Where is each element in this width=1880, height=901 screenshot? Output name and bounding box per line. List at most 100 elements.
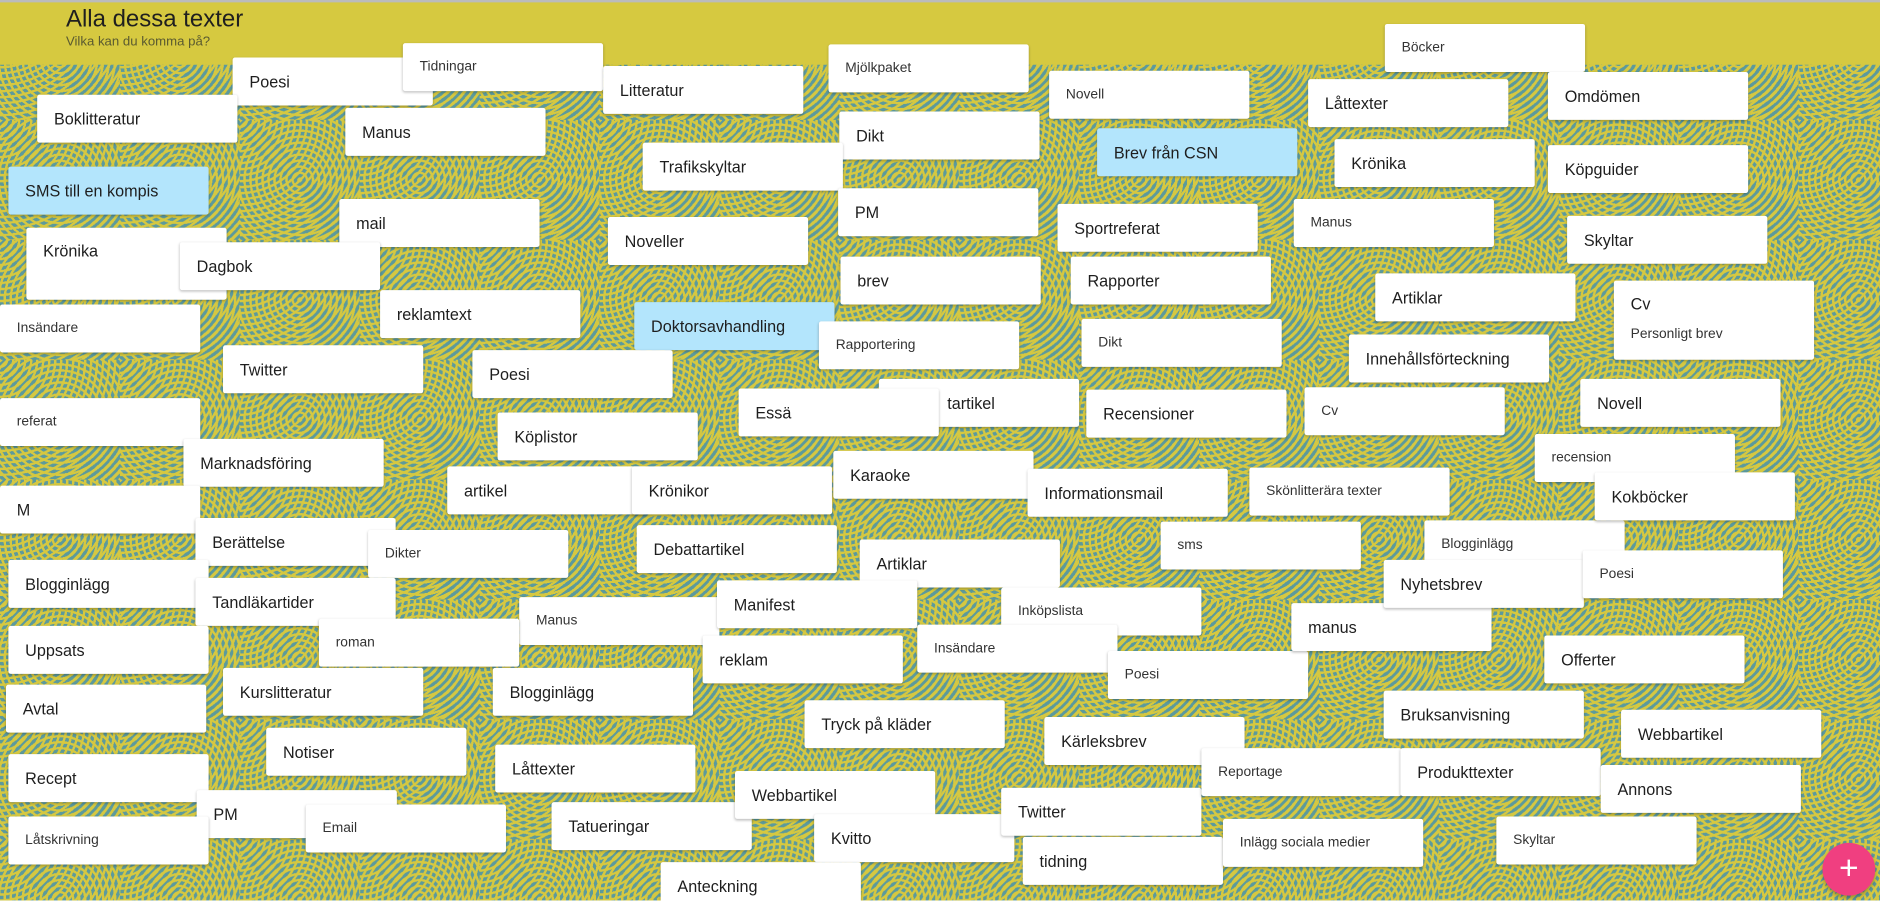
note-card[interactable]: Poesi <box>472 350 673 399</box>
note-card[interactable]: Krönikor <box>631 466 833 515</box>
note-card[interactable]: Krönika <box>1334 139 1535 188</box>
note-card[interactable]: mail <box>339 199 540 247</box>
note-card[interactable]: Tidningar <box>402 43 604 92</box>
note-text: Twitter <box>1017 802 1066 821</box>
note-card[interactable]: Trafikskyltar <box>642 142 843 191</box>
note-card[interactable]: PM <box>838 188 1039 237</box>
note-card[interactable]: Offerter <box>1544 635 1745 684</box>
note-card[interactable]: Tatueringar <box>551 802 752 851</box>
note-card[interactable]: Produkttexter <box>1400 748 1601 797</box>
note-card[interactable]: tidning <box>1022 836 1223 885</box>
note-card[interactable]: reklam <box>702 635 903 684</box>
note-card[interactable]: Omdömen <box>1547 71 1749 120</box>
note-card[interactable]: Dikter <box>368 529 569 578</box>
add-post-button[interactable]: + <box>1822 842 1876 896</box>
note-card[interactable]: Blogginlägg <box>8 559 209 608</box>
note-card[interactable]: Artiklar <box>1375 273 1576 322</box>
note-card[interactable]: M <box>0 485 201 534</box>
note-card[interactable]: SMS till en kompis <box>8 166 209 215</box>
note-card[interactable]: Insändare <box>0 304 201 353</box>
note-text: Poesi <box>489 365 530 384</box>
note-text: Kvitto <box>830 829 872 848</box>
note-card[interactable]: Cv <box>1304 387 1505 436</box>
note-card[interactable]: Manus <box>519 597 720 646</box>
note-card[interactable]: manus <box>1291 603 1492 652</box>
note-card[interactable]: Manus <box>345 107 546 156</box>
note-card[interactable]: Tandläkartider <box>195 577 396 626</box>
note-card[interactable]: Nyhetsbrev <box>1383 559 1584 608</box>
note-card[interactable]: Köplistor <box>497 412 698 461</box>
note-card[interactable]: Manifest <box>717 580 918 629</box>
note-text: Trafikskyltar <box>659 157 747 176</box>
note-card[interactable]: Låtskrivning <box>8 816 209 865</box>
note-card[interactable]: Böcker <box>1384 23 1586 72</box>
note-card[interactable]: Tryck på kläder <box>804 700 1005 749</box>
note-card[interactable]: Webbartikel <box>1621 709 1822 758</box>
note-card[interactable]: Avtal <box>5 684 207 733</box>
note-card[interactable]: sms <box>1160 521 1361 570</box>
note-card[interactable]: Novell <box>1049 70 1250 119</box>
note-card[interactable]: Låttexter <box>1308 79 1509 128</box>
note-card[interactable]: Skyltar <box>1496 816 1697 865</box>
note-card[interactable]: Anteckning <box>660 862 861 901</box>
note-card[interactable]: Artiklar <box>859 539 1060 588</box>
note-card[interactable]: Skyltar <box>1567 215 1768 264</box>
note-card[interactable]: Dikt <box>1081 318 1282 367</box>
note-card[interactable]: Marknadsföring <box>183 438 384 487</box>
note-card[interactable]: Insändare <box>917 624 1118 673</box>
note-card[interactable]: Uppsats <box>8 625 209 674</box>
note-text: Twitter <box>239 360 288 379</box>
note-card[interactable]: Kurslitteratur <box>223 667 424 716</box>
note-text: Essä <box>755 403 792 422</box>
note-card[interactable]: referat <box>0 398 201 447</box>
note-card[interactable]: Köpguider <box>1547 145 1749 194</box>
note-card[interactable]: Poesi <box>1582 550 1783 599</box>
note-card[interactable]: Skönlitterära texter <box>1249 467 1450 516</box>
note-card[interactable]: Doktorsavhandling <box>634 302 835 351</box>
note-card[interactable]: Kokböcker <box>1594 472 1795 521</box>
note-card[interactable]: Litteratur <box>603 65 804 114</box>
note-card[interactable]: Twitter <box>223 345 424 394</box>
note-card[interactable]: Recept <box>8 754 209 803</box>
note-card[interactable]: Email <box>305 804 506 853</box>
note-card[interactable]: Poesi <box>232 57 433 106</box>
note-card[interactable]: Twitter <box>1001 787 1202 836</box>
note-card[interactable]: Bruksanvisning <box>1383 690 1584 739</box>
note-card[interactable]: Rapportering <box>818 321 1020 370</box>
note-card[interactable]: Informationsmail <box>1027 468 1228 517</box>
note-card[interactable]: Webbartikel <box>734 770 936 819</box>
note-card[interactable]: Kvitto <box>814 814 1015 863</box>
note-card[interactable]: Annons <box>1600 764 1801 813</box>
note-card[interactable]: Rapporter <box>1070 256 1271 305</box>
note-card[interactable]: Debattartikel <box>636 525 837 574</box>
note-card[interactable]: roman <box>318 618 520 667</box>
note-card[interactable]: Låttexter <box>495 744 696 793</box>
note-card[interactable]: Dikt <box>839 111 1040 160</box>
note-card[interactable]: Inlägg sociala medier <box>1222 818 1424 867</box>
note-card[interactable]: Noveller <box>607 217 809 265</box>
note-card[interactable]: Sportreferat <box>1057 203 1258 252</box>
note-card[interactable]: Poesi <box>1107 651 1309 700</box>
note-card[interactable]: Manus <box>1293 199 1494 247</box>
note-card[interactable]: Reportage <box>1201 748 1402 797</box>
note-card[interactable]: Recensioner <box>1086 389 1287 438</box>
note-text: Artiklar <box>1392 288 1443 307</box>
note-card[interactable]: Karaoke <box>833 450 1034 499</box>
note-card[interactable]: artikel <box>447 466 648 515</box>
note-card[interactable]: Mjölkpaket <box>828 44 1029 93</box>
note-card[interactable]: Innehållsförteckning <box>1348 334 1550 383</box>
note-card[interactable]: Dagbok <box>179 242 381 291</box>
note-card[interactable]: reklamtext <box>380 290 581 339</box>
note-text: Poesi <box>249 72 290 91</box>
note-text: Rapportering <box>835 338 916 353</box>
note-card[interactable]: Essä <box>738 388 939 437</box>
note-card[interactable]: Brev från CSN <box>1097 128 1298 177</box>
note-card[interactable]: Blogginlägg <box>492 667 694 716</box>
note-card[interactable]: Novell <box>1580 378 1781 427</box>
note-card[interactable]: Berättelse <box>195 517 396 566</box>
note-card[interactable]: Boklitteratur <box>37 94 238 143</box>
note-card[interactable]: Notiser <box>266 727 467 776</box>
note-card[interactable]: brev <box>840 256 1041 305</box>
note-text: Krönikor <box>648 481 709 500</box>
